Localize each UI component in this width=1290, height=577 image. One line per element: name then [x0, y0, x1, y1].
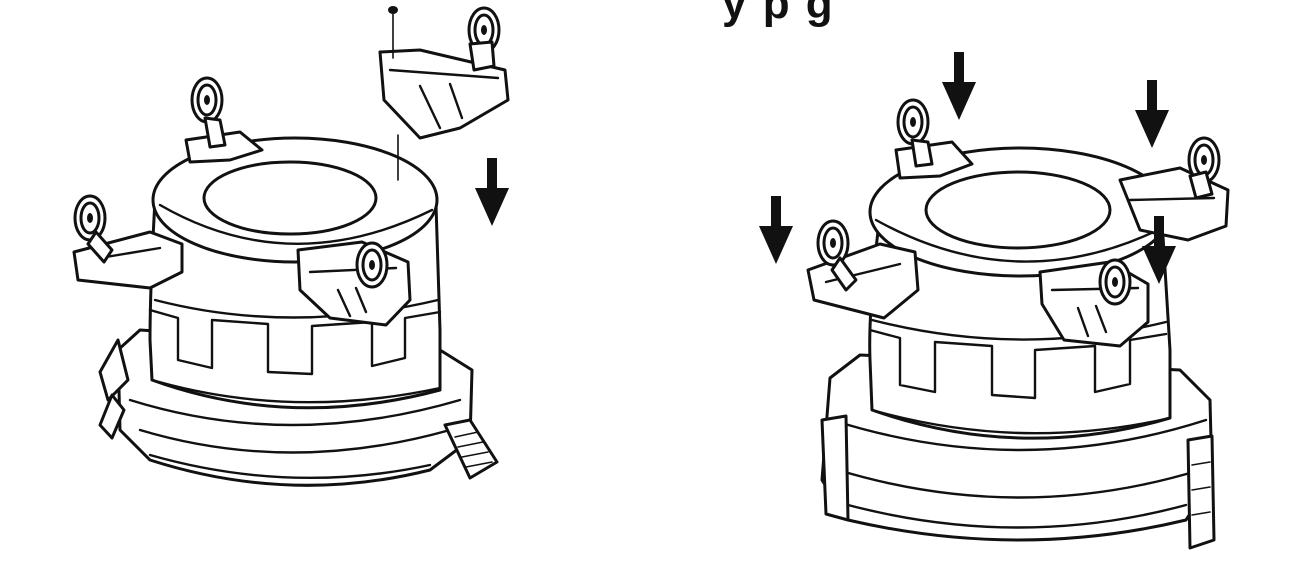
- caster-left: [72, 194, 184, 290]
- caster-right: [1118, 136, 1230, 242]
- down-arrow-icon: [1135, 80, 1169, 148]
- caster-back: [894, 98, 974, 180]
- panel-after: [759, 52, 1230, 550]
- caster-left: [806, 219, 920, 320]
- caster-front: [1038, 258, 1150, 348]
- caster-detached: [378, 6, 510, 181]
- canister-body: [148, 136, 442, 410]
- caster-front: [296, 240, 412, 327]
- cropped-caption-text: y p g: [722, 0, 835, 28]
- down-arrow-icon: [942, 52, 976, 120]
- down-arrow-icon: [475, 158, 509, 226]
- down-arrow-icon: [759, 196, 793, 264]
- caster-back: [184, 76, 264, 164]
- panel-before: [72, 6, 510, 487]
